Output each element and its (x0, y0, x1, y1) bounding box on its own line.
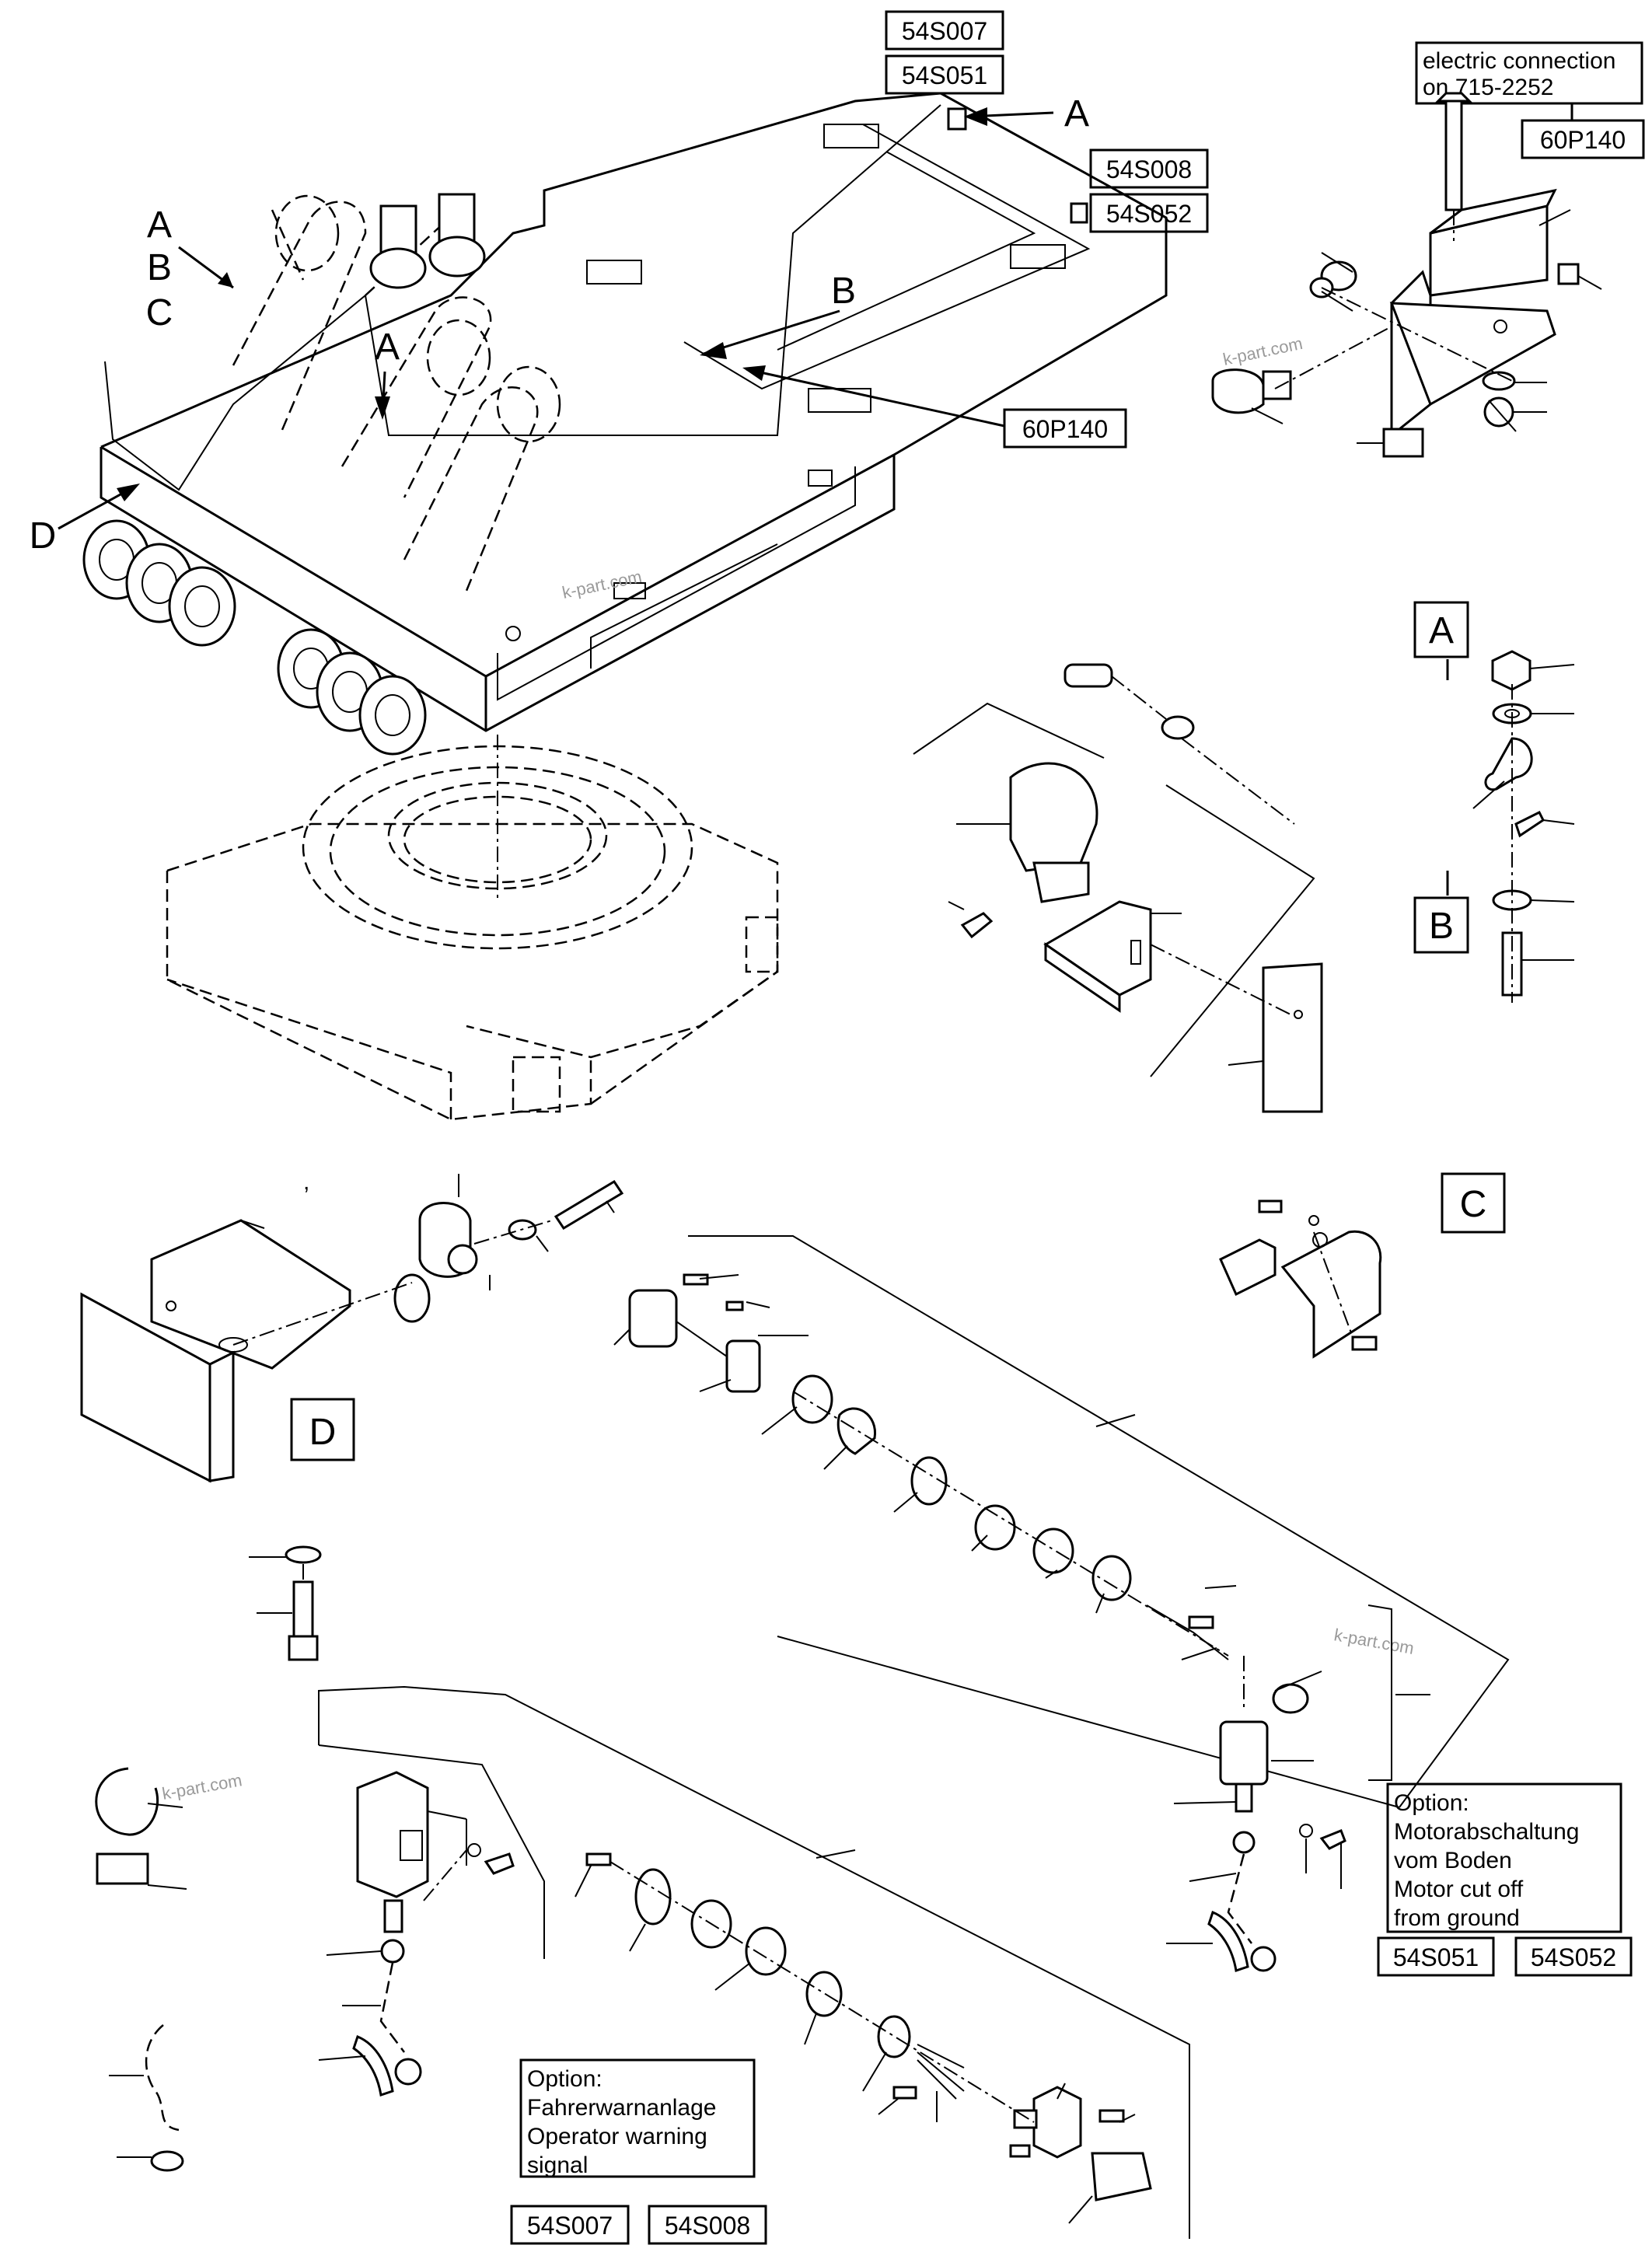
svg-text:Motorabschaltung: Motorabschaltung (1394, 1819, 1579, 1845)
detail-c-parts (1219, 1199, 1382, 1359)
svg-text:54S052: 54S052 (1106, 200, 1192, 228)
label-60p140-detail: 60P140 (1521, 103, 1645, 159)
svg-text:C: C (146, 292, 173, 333)
svg-text:electric connection: electric connection (1423, 48, 1615, 74)
label-54s052-mid: 54S052 (1089, 193, 1209, 233)
svg-text:54S052: 54S052 (1531, 1943, 1616, 1971)
label-54s008-mid: 54S008 (1089, 148, 1209, 189)
label-54s051-top: 54S051 (885, 54, 1004, 95)
label-60p140-frame: 60P140 (1003, 408, 1127, 449)
motor-cutoff-switch (1166, 1656, 1346, 1972)
svg-text:A: A (1064, 93, 1089, 134)
detail-a-parts (1472, 650, 1575, 1003)
connector-kit-upper (613, 1235, 1510, 1808)
warning-light-housing (913, 663, 1323, 1113)
callout-b-frame: B (700, 271, 856, 359)
svg-text:Option:: Option: (1394, 1790, 1469, 1816)
svg-text:Option:: Option: (527, 2066, 602, 2092)
svg-text:54S007: 54S007 (902, 17, 987, 45)
operator-warning-note: Option: Fahrerwarnanlage Operator warnin… (519, 2058, 756, 2178)
detail-a-box: A (1413, 601, 1469, 680)
bolt-washer-set (249, 1545, 322, 1661)
leader-60p140 (746, 368, 1005, 428)
svg-text:54S051: 54S051 (1393, 1943, 1479, 1971)
callout-abc-left: A B C (146, 204, 234, 333)
svg-text:60P140: 60P140 (1540, 126, 1626, 154)
label-54s052-bottom: 54S052 (1514, 1936, 1633, 1977)
connector-kit-lower (318, 1685, 1190, 2239)
callout-d-frame: D (30, 484, 140, 557)
stray-mark: , (303, 1169, 309, 1195)
detail-c-box: C (1441, 1172, 1506, 1234)
chain-and-ring (109, 2024, 184, 2172)
svg-text:B: B (147, 247, 172, 288)
switch-mount-detail (1211, 92, 1602, 458)
svg-text:vom Boden: vom Boden (1394, 1848, 1512, 1873)
svg-text:from ground: from ground (1394, 1905, 1520, 1931)
svg-text:54S051: 54S051 (902, 61, 987, 89)
svg-text:54S008: 54S008 (1106, 155, 1192, 183)
svg-text:54S007: 54S007 (527, 2212, 613, 2240)
svg-text:A: A (1429, 610, 1454, 651)
label-54s051-bottom: 54S051 (1377, 1936, 1495, 1977)
detail-d-box: D (290, 1398, 355, 1461)
label-54s007-bottom: 54S007 (510, 2205, 630, 2245)
bracket-right (1367, 1604, 1392, 1781)
hydraulic-fittings (369, 193, 486, 289)
svg-text:signal: signal (527, 2153, 588, 2178)
label-54s007-top: 54S007 (885, 10, 1004, 51)
cable-tie-set (95, 1767, 187, 1890)
carbody-turntable (166, 735, 779, 1121)
svg-text:B: B (831, 271, 856, 312)
svg-text:D: D (30, 515, 57, 557)
svg-text:Operator warning: Operator warning (527, 2124, 707, 2149)
svg-text:54S008: 54S008 (665, 2212, 750, 2240)
detail-b-box: B (1413, 871, 1469, 954)
callout-a-frame: A (375, 326, 400, 420)
detail-d-parts (80, 1174, 624, 1483)
svg-text:A: A (147, 204, 172, 246)
label-54s008-bottom: 54S008 (648, 2205, 767, 2245)
watermark-3: k-part.com (161, 1770, 244, 1803)
svg-text:60P140: 60P140 (1022, 415, 1108, 443)
pivot-lugs-left (82, 519, 236, 647)
motor-cutoff-note: Option: Motorabschaltung vom Boden Motor… (1386, 1782, 1622, 1933)
electric-connection-note: electric connection on 715-2252 (1415, 41, 1643, 105)
svg-text:B: B (1429, 906, 1454, 947)
watermark-2: k-part.com (1332, 1625, 1416, 1658)
svg-text:A: A (375, 326, 400, 368)
pivot-lugs-right (277, 628, 427, 756)
watermark-1: k-part.com (1221, 333, 1304, 369)
svg-text:Fahrerwarnanlage: Fahrerwarnanlage (527, 2095, 716, 2121)
svg-text:D: D (309, 1412, 337, 1453)
svg-text:C: C (1460, 1184, 1487, 1225)
upper-frame-assembly (82, 92, 1168, 756)
svg-text:Motor cut off: Motor cut off (1394, 1877, 1524, 1902)
callout-a-top: A (964, 93, 1089, 134)
